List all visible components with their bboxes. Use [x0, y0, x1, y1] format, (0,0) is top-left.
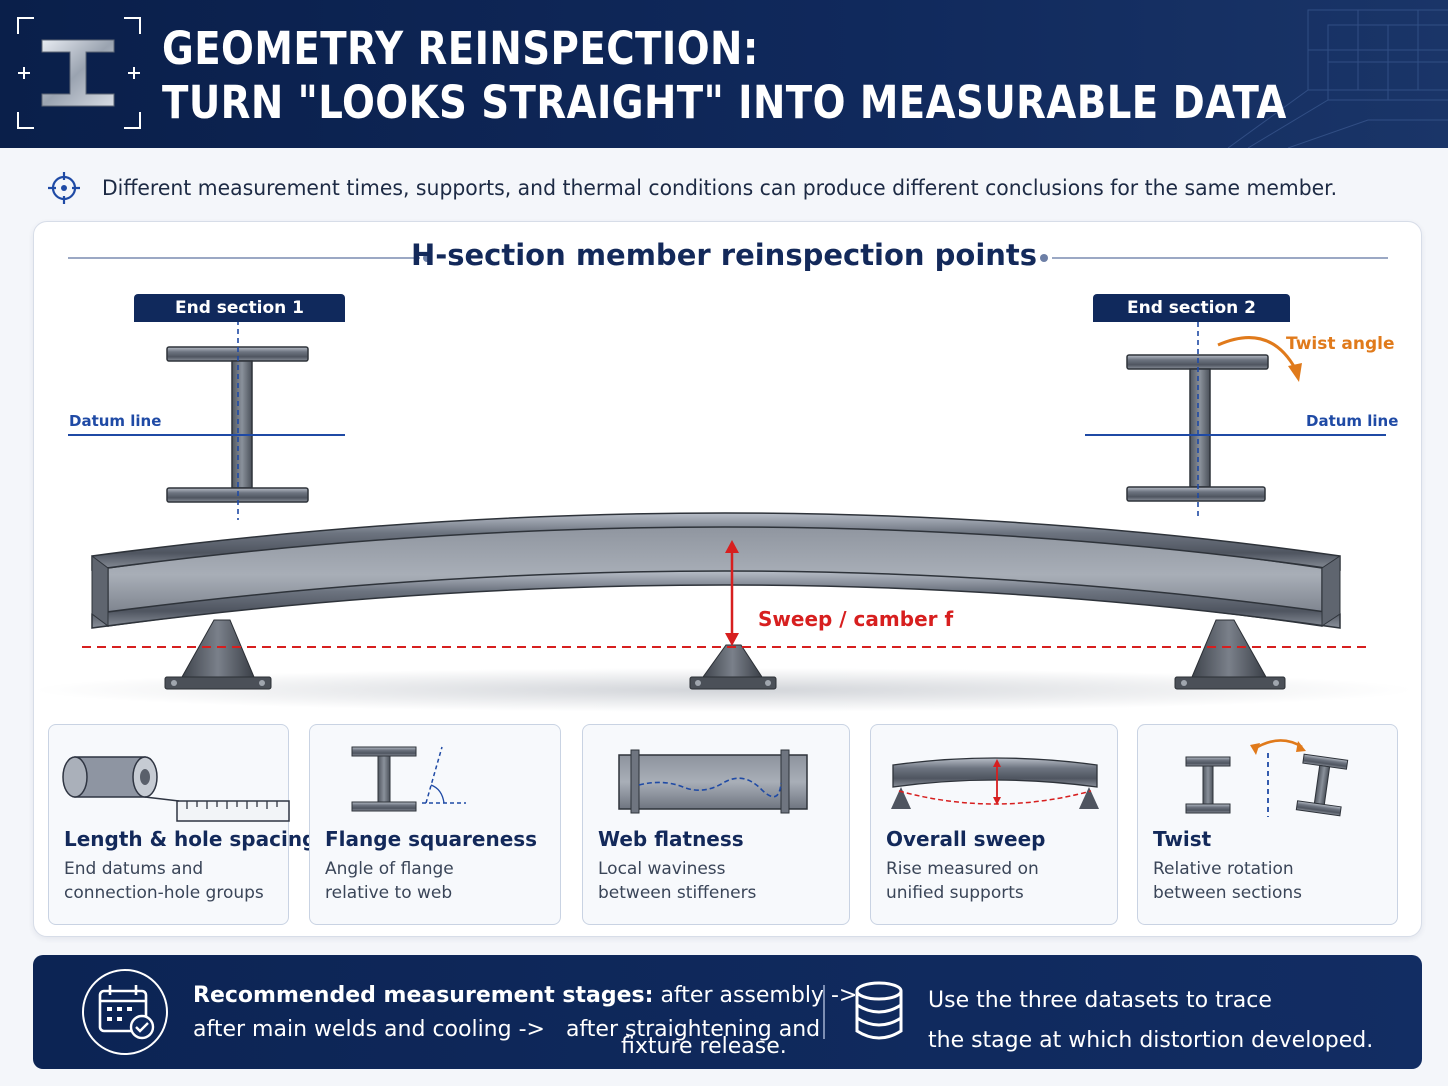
h-beam-cambered	[91, 512, 1341, 629]
footer-divider	[823, 985, 825, 1039]
check-desc-length: End datums and connection-hole groups	[64, 859, 264, 903]
web-waviness-icon	[618, 749, 808, 814]
twist-rotation-icon	[1185, 739, 1349, 817]
stage-1: after assembly ->	[653, 983, 858, 1008]
dataset-trace-text: Use the three datasets to trace the stag…	[928, 981, 1373, 1061]
datum-line-left-label: Datum line	[69, 412, 162, 430]
stage-3: after straightening and	[565, 1017, 821, 1042]
support-center	[689, 644, 777, 690]
check-title-flange: Flange squareness	[325, 827, 538, 851]
check-desc-twist: Relative rotation between sections	[1153, 859, 1302, 903]
datum-line-right-label: Datum line	[1306, 412, 1399, 430]
database-icon	[855, 981, 903, 1040]
beam-sweep-icon	[891, 757, 1099, 809]
tape-measure-icon	[62, 756, 290, 822]
diagram-title: H-section member reinspection points	[410, 238, 1038, 272]
end-section-1-label: End section 1	[134, 294, 345, 322]
flange-angle-icon	[351, 746, 466, 812]
check-title-web: Web flatness	[598, 827, 744, 851]
calendar-check-icon	[82, 969, 168, 1055]
dataset-trace-line-2: the stage at which distortion developed.	[928, 1028, 1374, 1053]
title-decoration-right	[1040, 254, 1388, 262]
subtitle-text: Different measurement times, supports, a…	[102, 176, 1338, 200]
check-card-web: Web flatness Local waviness between stif…	[582, 724, 850, 925]
header-banner: GEOMETRY REINSPECTION: TURN "LOOKS STRAI…	[0, 0, 1448, 148]
measurement-stages-text: Recommended measurement stages: after as…	[193, 979, 858, 1059]
page-title: GEOMETRY REINSPECTION: TURN "LOOKS STRAI…	[162, 22, 1287, 129]
check-title-sweep: Overall sweep	[886, 827, 1046, 851]
stage-2: after main welds and cooling ->	[193, 1017, 545, 1042]
check-desc-web: Local waviness between stiffeners	[598, 859, 757, 903]
h-beam-logo-icon	[17, 17, 141, 129]
blueprint-grid-decoration	[1227, 9, 1448, 148]
dataset-trace-line-1: Use the three datasets to trace	[928, 988, 1272, 1013]
check-card-length: Length & hole spacing End datums and con…	[48, 724, 316, 925]
twist-angle-arrow-icon	[1217, 336, 1302, 382]
crosshair-icon	[48, 172, 80, 204]
stage-3-continued: fixture release.	[621, 1034, 787, 1059]
title-decoration-left	[68, 254, 431, 262]
check-card-twist: Twist Relative rotation between sections	[1137, 724, 1398, 925]
floor-shadow	[34, 668, 1414, 712]
check-desc-flange: Angle of flange relative to web	[325, 859, 454, 903]
end-section-2-label: End section 2	[1093, 294, 1290, 322]
footer-banner: Recommended measurement stages: after as…	[33, 955, 1422, 1069]
check-title-twist: Twist	[1153, 827, 1212, 851]
subtitle-row: Different measurement times, supports, a…	[46, 168, 1426, 208]
end-section-1-profile	[166, 320, 309, 520]
support-right	[1174, 619, 1286, 690]
check-title-length: Length & hole spacing	[64, 827, 317, 851]
support-left	[164, 619, 272, 690]
twist-angle-label: Twist angle	[1286, 334, 1395, 354]
check-card-sweep: Overall sweep Rise measured on unified s…	[870, 724, 1118, 925]
sweep-camber-label: Sweep / camber f	[758, 607, 954, 631]
check-desc-sweep: Rise measured on unified supports	[886, 859, 1039, 903]
sweep-dimension-arrow	[725, 540, 739, 646]
check-card-flange: Flange squareness Angle of flange relati…	[309, 724, 561, 925]
end-section-2-profile	[1126, 322, 1269, 520]
stages-heading: Recommended measurement stages:	[193, 983, 654, 1008]
